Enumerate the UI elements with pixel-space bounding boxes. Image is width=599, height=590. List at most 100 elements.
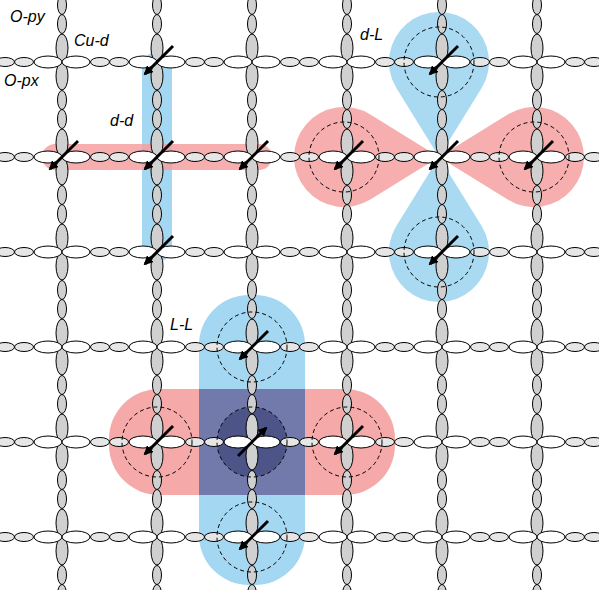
o-py-lobe (153, 376, 162, 395)
o-py-lobe (343, 471, 352, 490)
o-px-lobe (585, 343, 599, 352)
o-py-lobe (248, 566, 257, 585)
o-py-lobe (153, 585, 162, 590)
o-px-lobe (110, 533, 129, 542)
o-py-lobe (438, 15, 447, 34)
o-py-lobe (533, 91, 542, 110)
o-px-lobe (376, 438, 395, 447)
o-px-lobe (395, 438, 414, 447)
o-px-lobe (15, 438, 34, 447)
o-px-lobe (15, 343, 34, 352)
cu-d-lobe (537, 341, 565, 353)
cu-d-lobe (509, 531, 537, 543)
dl-lobe (439, 107, 584, 207)
o-px-lobe (471, 533, 490, 542)
cu-d-lobe (34, 531, 62, 543)
o-px-lobe (0, 438, 15, 447)
o-px-lobe (110, 438, 129, 447)
o-px-lobe (585, 533, 599, 542)
o-py-lobe (248, 186, 257, 205)
o-py-lobe (248, 300, 257, 319)
o-py-lobe (153, 110, 162, 129)
o-py-lobe (58, 585, 67, 590)
o-py-lobe (438, 490, 447, 509)
cu-d-lobe (157, 341, 185, 353)
spin-arrow (335, 426, 363, 454)
cu-d-lobe (62, 341, 90, 353)
spin-arrow (240, 331, 268, 359)
cu-d-lobe (442, 341, 470, 353)
o-px-lobe (205, 533, 224, 542)
o-px-lobe (471, 248, 490, 257)
o-px-lobe (471, 343, 490, 352)
cu-d-lobe (224, 56, 252, 68)
dashed-circle (217, 407, 287, 477)
o-py-lobe (533, 566, 542, 585)
o-px-lobe (91, 248, 110, 257)
o-px-lobe (15, 58, 34, 67)
o-py-lobe (343, 91, 352, 110)
cu-d-lobe (62, 56, 90, 68)
o-py-lobe (248, 281, 257, 300)
cu-d-lobe (442, 531, 470, 543)
ll-red-band (109, 389, 395, 495)
o-py-lobe (438, 376, 447, 395)
cu-d-lobe (252, 56, 280, 68)
spin-arrow (430, 141, 458, 169)
o-px-lobe (281, 248, 300, 257)
o-px-lobe (91, 343, 110, 352)
o-px-lobe (471, 58, 490, 67)
spin-arrow (430, 46, 458, 74)
spin-arrow (50, 141, 78, 169)
cu-d-lobe (414, 531, 442, 543)
dashed-circle (312, 407, 382, 477)
o-py-lobe (248, 205, 257, 224)
exchange-regions (42, 12, 584, 585)
o-py-lobe (533, 15, 542, 34)
o-px-lobe (205, 248, 224, 257)
o-px-lobe (205, 153, 224, 162)
cu-d-lobe (347, 246, 375, 258)
o-px-lobe (300, 248, 319, 257)
o-py-lobe (438, 0, 447, 15)
o-py-lobe (153, 395, 162, 414)
o-px-lobe (376, 343, 395, 352)
spin-arrows (50, 46, 553, 549)
cu-d-lobe (509, 246, 537, 258)
spin-arrow (238, 428, 266, 456)
o-py-lobe (533, 205, 542, 224)
o-py-lobe (58, 281, 67, 300)
cu-d-lobe (509, 341, 537, 353)
o-px-lobe (281, 58, 300, 67)
o-px-lobe (566, 58, 585, 67)
o-py-lobe (343, 281, 352, 300)
ll-blue-band (199, 295, 305, 585)
o-px-lobe (300, 438, 319, 447)
o-px-lobe (300, 58, 319, 67)
o-py-lobe (343, 15, 352, 34)
o-py-lobe (248, 471, 257, 490)
o-px-lobe (566, 248, 585, 257)
dashed-circle (217, 502, 287, 572)
cu-d-lobe (509, 56, 537, 68)
dashed-circle (404, 27, 474, 97)
o-px-lobe (91, 438, 110, 447)
o-px-lobe (300, 533, 319, 542)
o-py-lobe (343, 186, 352, 205)
cu-d-lobe (62, 436, 90, 448)
o-py-lobe (248, 490, 257, 509)
o-py-lobe (533, 0, 542, 15)
o-py-lobe (153, 205, 162, 224)
o-px-lobe (490, 58, 509, 67)
o-py-lobe (58, 91, 67, 110)
cu-d-lobe (319, 531, 347, 543)
o-px-lobe (205, 58, 224, 67)
o-py-lobe (58, 395, 67, 414)
o-py-lobe (58, 186, 67, 205)
o-py-lobe (438, 585, 447, 590)
o-py-lobe (343, 0, 352, 15)
orbital-label: Cu-d (72, 32, 111, 50)
o-py-lobe (438, 471, 447, 490)
o-py-lobe (343, 300, 352, 319)
